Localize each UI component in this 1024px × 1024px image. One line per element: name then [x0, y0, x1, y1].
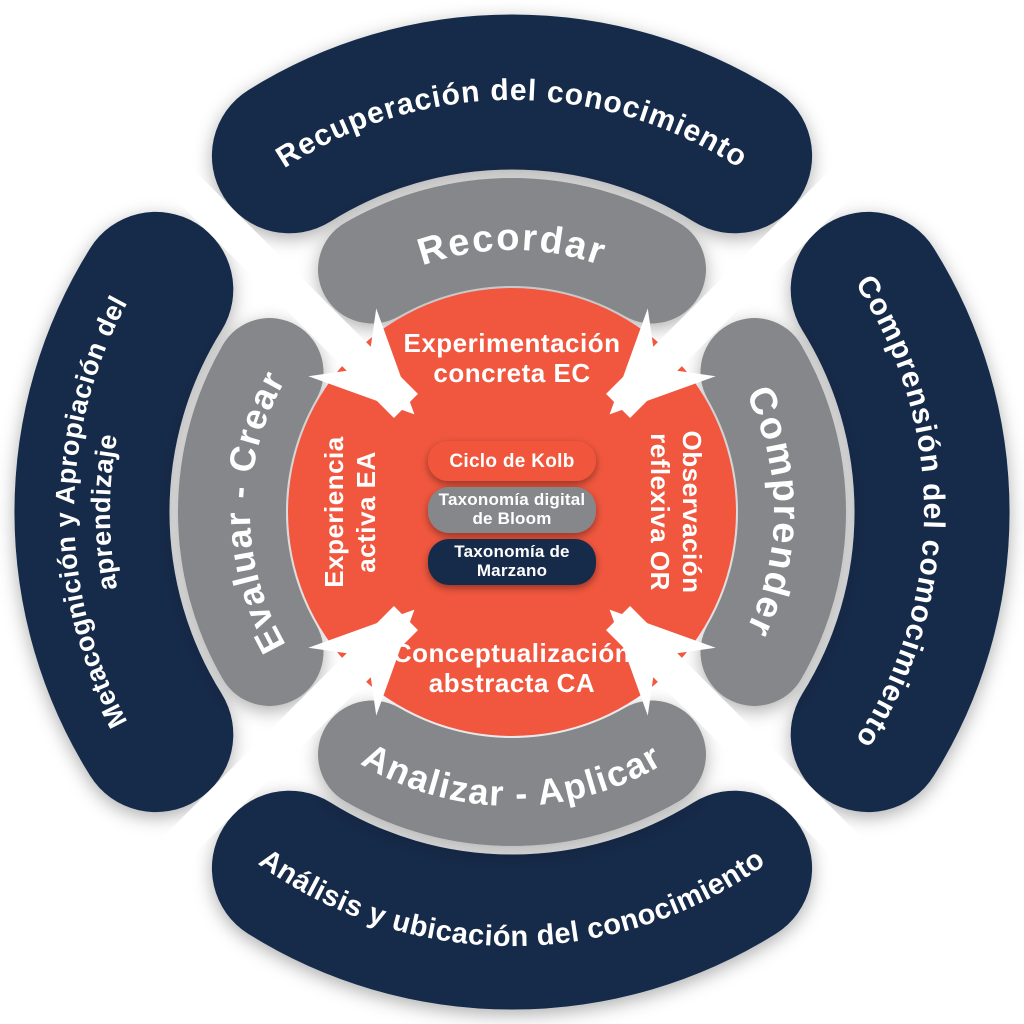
- inner-label-left: Experiencia activa EA: [319, 436, 381, 588]
- inner-label-top-line1: Experimentación: [403, 328, 620, 358]
- legend-pill-marzano: [428, 539, 596, 585]
- inward-arrow-se-icon: [609, 609, 716, 716]
- outer-ring: [14, 14, 1010, 1010]
- legend-labels: Ciclo de Kolb Taxonomía digital de Bloom…: [439, 451, 586, 580]
- legend-label-marzano-line2: Marzano: [477, 561, 547, 580]
- middle-ring-segment-bottom: [318, 700, 706, 846]
- inward-arrow-nw-icon: [308, 308, 415, 415]
- legend-label-marzano-line1: Taxonomía de: [454, 542, 569, 561]
- outer-ring-segment-bottom: [211, 790, 813, 1010]
- inward-arrow-ne-icon: [609, 308, 716, 415]
- inner-label-bottom-line2: abstracta CA: [429, 668, 595, 698]
- legend-label-kolb: Ciclo de Kolb: [449, 451, 574, 472]
- inner-label-bottom-line1: Conceptualización: [393, 638, 631, 668]
- divider-se: [606, 606, 892, 892]
- divider-nw: [132, 132, 418, 418]
- divider-band-sw: [132, 606, 418, 892]
- divider-band-nw: [132, 132, 418, 418]
- legend-pill-bloom: [428, 487, 596, 533]
- outer-ring-segment-right: [790, 211, 1010, 813]
- inner-label-left-line2: activa EA: [351, 451, 381, 573]
- divider-sw: [132, 606, 418, 892]
- divider-band-ne: [606, 132, 892, 418]
- divider-band-se: [606, 606, 892, 892]
- outer-ring-segment-top: [211, 14, 813, 234]
- inward-arrow-sw-icon: [308, 609, 415, 716]
- legend-label-bloom-line2: de Bloom: [472, 509, 551, 528]
- inner-label-right-line1: Observación: [677, 430, 707, 593]
- middle-ring-segment-right: [700, 318, 846, 706]
- inner-label-top-line2: concreta EC: [433, 358, 590, 388]
- inner-label-left-line1: Experiencia: [319, 436, 349, 588]
- inner-ring-labels: Experimentación concreta EC Conceptualiz…: [319, 328, 707, 698]
- inner-label-right-line2: reflexiva OR: [645, 433, 675, 591]
- middle-ring-segment-top: [318, 178, 706, 324]
- legend-pill-kolb: [428, 441, 596, 481]
- legend-label-bloom-line1: Taxonomía digital: [439, 490, 586, 509]
- outer-ring-segment-left: [14, 211, 234, 813]
- middle-ring: [178, 178, 846, 846]
- divider-ne: [606, 132, 892, 418]
- quadrant-dividers: [132, 132, 892, 892]
- legend: [428, 441, 596, 585]
- middle-ring-segment-left: [178, 318, 324, 706]
- inner-label-right: Observación reflexiva OR: [645, 430, 707, 593]
